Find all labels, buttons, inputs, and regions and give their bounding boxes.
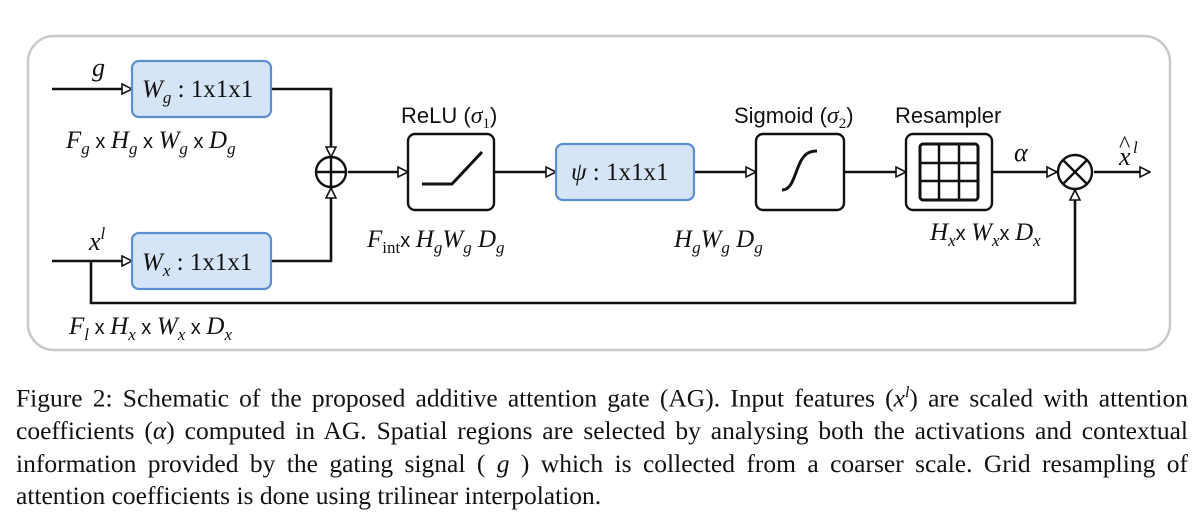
sum-node xyxy=(314,155,348,189)
sigmoid-block xyxy=(754,132,846,212)
psi-label: ψ xyxy=(571,159,587,186)
figure-caption: Figure 2: Schematic of the proposed addi… xyxy=(16,383,1188,511)
svg-text:ψ : 1x1x1: ψ : 1x1x1 xyxy=(571,159,668,186)
relu-title: ReLU (σ1) xyxy=(401,103,497,132)
relu-curve-icon xyxy=(422,150,484,186)
svg-text:Wg : 1x1x1: Wg : 1x1x1 xyxy=(142,76,253,107)
wx-label: W xyxy=(142,249,165,276)
relu-block xyxy=(406,132,496,212)
sigmoid-curve-icon xyxy=(781,149,818,192)
attention-gate-diagram: Wg : 1x1x1 Wx : 1x1x1 ReLU (σ1) ψ : 1x1x… xyxy=(26,34,1172,352)
svg-text:Wx : 1x1x1: Wx : 1x1x1 xyxy=(142,249,252,280)
wx-conv-block: Wx : 1x1x1 xyxy=(130,231,273,291)
wg-conv-block: Wg : 1x1x1 xyxy=(130,59,273,119)
gating-signal-label: g xyxy=(92,53,105,82)
gating-shape-label: Fg x Hg x Wg x Dg xyxy=(65,127,236,158)
svg-text:l: l xyxy=(1133,138,1138,157)
psi-conv-block: ψ : 1x1x1 xyxy=(554,142,696,202)
wg-label: W xyxy=(142,76,165,103)
wx-label-rest: : 1x1x1 xyxy=(170,249,252,276)
multiply-node xyxy=(1056,153,1094,191)
psi-label-rest: : 1x1x1 xyxy=(587,159,669,186)
wg-label-rest: : 1x1x1 xyxy=(171,76,253,103)
svg-text:x: x xyxy=(1118,142,1131,171)
output-label: x ^ l xyxy=(1118,132,1138,171)
wg-label-sub: g xyxy=(163,88,172,107)
wg-to-sum-line xyxy=(271,87,331,157)
skip-connection-line xyxy=(89,190,1075,305)
alpha-label: α xyxy=(1014,138,1029,167)
feature-shape-label: Fl x Hx x Wx x Dx xyxy=(68,313,232,344)
sigmoid-shape-label: HgWg Dg xyxy=(673,226,763,257)
resampler-shape-label: Hxx Wxx Dx xyxy=(929,219,1041,250)
relu-shape-label: Fintx HgWg Dg xyxy=(366,226,505,257)
feature-input-label: xl xyxy=(88,224,106,256)
svg-text:^: ^ xyxy=(1119,132,1130,158)
resampler-block xyxy=(904,132,994,212)
wx-label-sub: x xyxy=(162,261,171,280)
resampler-title: Resampler xyxy=(895,103,1001,128)
wx-to-sum-line xyxy=(271,188,331,263)
sigmoid-title: Sigmoid (σ2) xyxy=(734,103,854,132)
grid-icon xyxy=(920,144,978,200)
